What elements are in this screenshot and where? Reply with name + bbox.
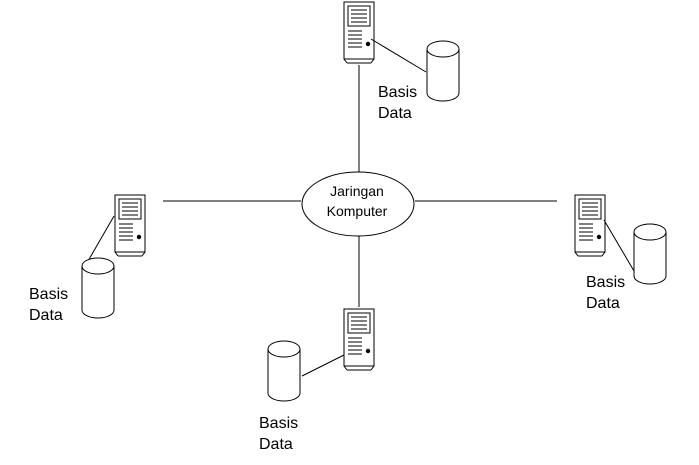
node-label-line2: Data — [378, 105, 412, 122]
hub-label-line1: Jaringan — [330, 183, 384, 199]
server-icon — [114, 194, 146, 257]
hub-label-line2: Komputer — [327, 203, 388, 219]
node-label-line1: Basis — [259, 415, 298, 432]
node-left: Basis Data — [29, 194, 146, 324]
node-label-line2: Data — [29, 307, 63, 324]
database-icon — [426, 40, 460, 102]
node-label-line2: Data — [586, 295, 620, 312]
node-top: Basis Data — [343, 1, 460, 122]
db-connector — [370, 38, 427, 73]
database-icon — [81, 257, 115, 319]
server-icon — [574, 194, 606, 257]
database-icon — [633, 223, 667, 285]
server-icon — [343, 1, 375, 64]
node-label-line1: Basis — [586, 274, 625, 291]
node-right: Basis Data — [574, 194, 667, 312]
db-connector — [603, 219, 635, 272]
node-label-line1: Basis — [29, 286, 68, 303]
node-label-line2: Data — [259, 436, 293, 453]
network-hub — [301, 171, 415, 237]
database-icon — [267, 340, 301, 402]
node-bottom: Basis Data — [259, 308, 375, 453]
node-label-line1: Basis — [378, 84, 417, 101]
db-connector — [301, 354, 345, 377]
server-icon — [343, 308, 375, 371]
